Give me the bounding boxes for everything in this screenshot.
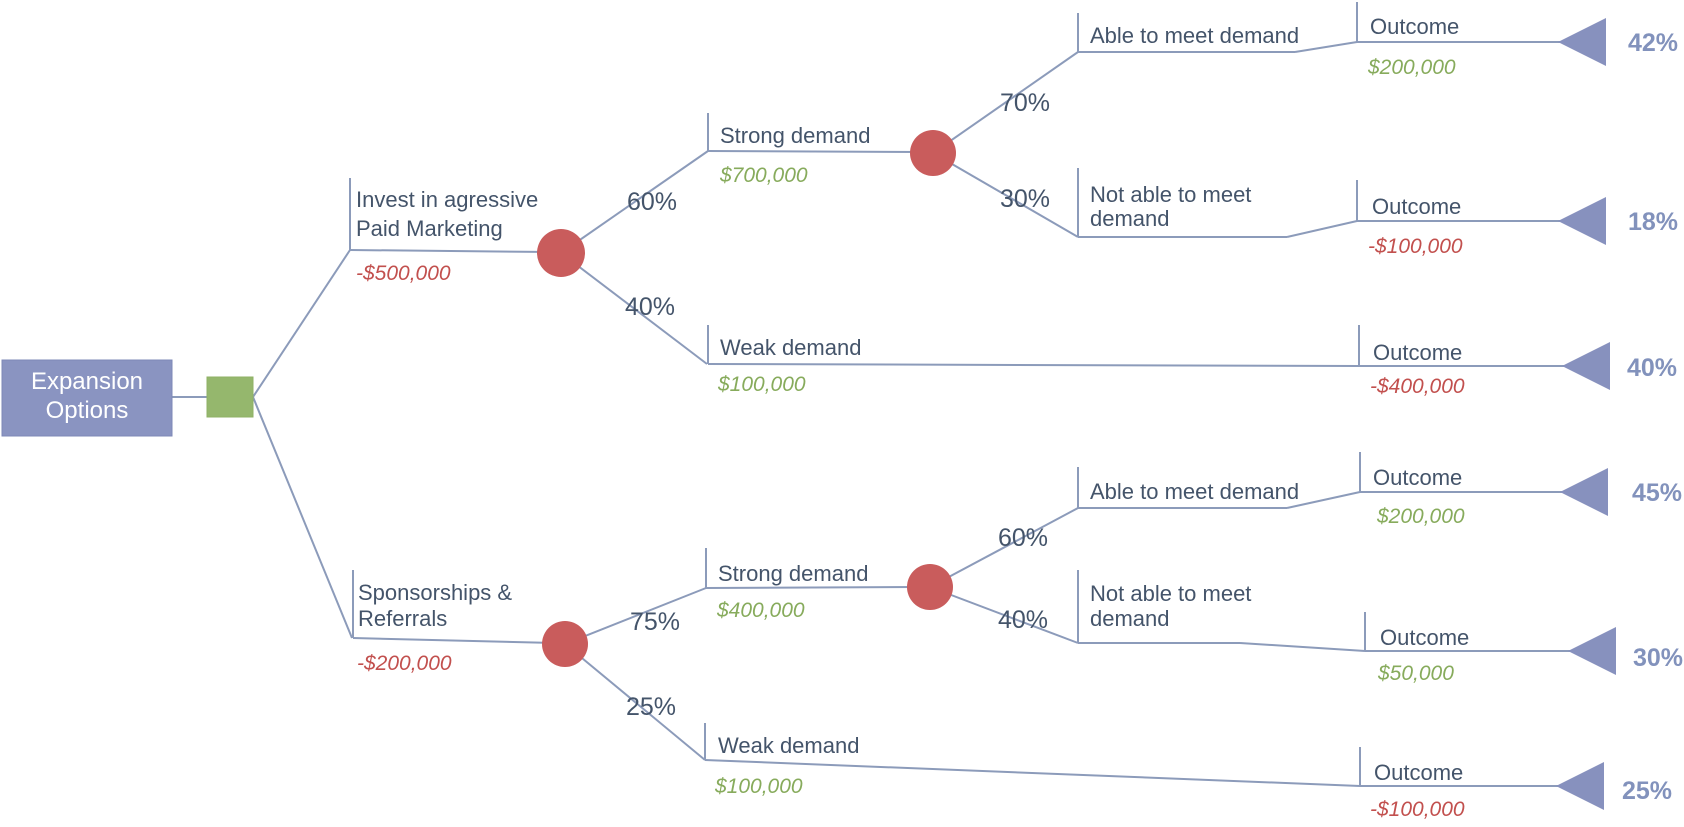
connector bbox=[929, 586, 1079, 644]
probability-sponsorships-strong: 75% bbox=[630, 608, 680, 636]
label-marketing-notable-line2: demand bbox=[1090, 206, 1170, 231]
label-marketing-able: Able to meet demand bbox=[1090, 23, 1299, 48]
label-marketing-weak: Weak demand bbox=[720, 335, 861, 360]
chance-node-sponsorships bbox=[542, 621, 588, 667]
probability-sponsorships-strong-able: 60% bbox=[998, 524, 1048, 552]
terminal-triangle-40 bbox=[1562, 342, 1610, 390]
connector bbox=[349, 249, 553, 253]
connector bbox=[252, 249, 351, 398]
result-40: 40% bbox=[1627, 354, 1677, 382]
connector bbox=[1239, 642, 1366, 652]
label-marketing-notable-line1: Not able to meet bbox=[1090, 182, 1251, 207]
terminal-triangle-18 bbox=[1558, 197, 1606, 245]
outcome-label-40: Outcome bbox=[1373, 340, 1462, 365]
terminal-triangle-30 bbox=[1568, 627, 1616, 675]
outcome-label-30: Outcome bbox=[1380, 625, 1469, 650]
connector bbox=[560, 150, 709, 254]
outcome-value-45: $200,000 bbox=[1376, 505, 1465, 528]
connector bbox=[1286, 491, 1361, 509]
result-42: 42% bbox=[1628, 29, 1678, 57]
outcome-value-18: -$100,000 bbox=[1368, 235, 1463, 258]
probability-sponsorships-strong-notable: 40% bbox=[998, 606, 1048, 634]
connector bbox=[932, 152, 1079, 238]
outcome-value-40: -$400,000 bbox=[1370, 375, 1465, 398]
connector bbox=[707, 363, 1360, 367]
label-marketing-strong: Strong demand bbox=[720, 123, 870, 148]
branch-marketing-label-line2: Paid Marketing bbox=[356, 216, 503, 241]
label-sponsorships-notable-line1: Not able to meet bbox=[1090, 581, 1251, 606]
branch-marketing-label-line1: Invest in agressive bbox=[356, 187, 538, 212]
result-25: 25% bbox=[1622, 777, 1672, 805]
outcome-label-18: Outcome bbox=[1372, 194, 1461, 219]
root-label-line2: Options bbox=[46, 397, 129, 424]
connector bbox=[560, 252, 708, 365]
branch-marketing-cost: -$500,000 bbox=[356, 262, 451, 285]
probability-marketing-strong-able: 70% bbox=[1000, 89, 1050, 117]
connector bbox=[564, 643, 706, 761]
probability-sponsorships-weak: 25% bbox=[626, 693, 676, 721]
outcome-value-25: -$100,000 bbox=[1370, 798, 1465, 821]
root-label-line1: Expansion bbox=[31, 368, 143, 395]
outcome-value-42: $200,000 bbox=[1367, 56, 1456, 79]
probability-marketing-weak: 40% bbox=[625, 293, 675, 321]
connector bbox=[564, 587, 707, 645]
outcome-value-30: $50,000 bbox=[1377, 662, 1454, 685]
connectors bbox=[172, 2, 1570, 787]
result-45: 45% bbox=[1632, 479, 1682, 507]
connector bbox=[929, 507, 1079, 588]
connector bbox=[705, 586, 919, 589]
probability-marketing-strong-notable: 30% bbox=[1000, 185, 1050, 213]
terminal-triangle-45 bbox=[1560, 468, 1608, 516]
branch-sponsorships-label-line1: Sponsorships & bbox=[358, 580, 512, 605]
value-sponsorships-weak: $100,000 bbox=[714, 775, 803, 798]
outcome-label-25: Outcome bbox=[1374, 760, 1463, 785]
label-sponsorships-strong: Strong demand bbox=[718, 561, 868, 586]
connector bbox=[1286, 220, 1358, 238]
connector bbox=[352, 637, 556, 644]
connector bbox=[1294, 41, 1358, 53]
decision-node bbox=[206, 376, 254, 418]
chance-node-sponsorships-strong bbox=[907, 564, 953, 610]
value-marketing-weak: $100,000 bbox=[717, 373, 806, 396]
connector bbox=[707, 150, 921, 153]
branch-sponsorships-label-line2: Referrals bbox=[358, 606, 447, 631]
label-sponsorships-weak: Weak demand bbox=[718, 733, 859, 758]
terminal-triangle-42 bbox=[1558, 18, 1606, 66]
outcome-label-42: Outcome bbox=[1370, 14, 1459, 39]
connector bbox=[704, 759, 1361, 787]
result-30: 30% bbox=[1633, 644, 1683, 672]
root-node bbox=[1, 359, 173, 437]
outcome-label-45: Outcome bbox=[1373, 465, 1462, 490]
value-marketing-strong: $700,000 bbox=[719, 164, 808, 187]
connector bbox=[252, 396, 353, 639]
label-sponsorships-able: Able to meet demand bbox=[1090, 479, 1299, 504]
result-18: 18% bbox=[1628, 208, 1678, 236]
chance-node-marketing-strong bbox=[910, 130, 956, 176]
probability-marketing-strong: 60% bbox=[627, 188, 677, 216]
value-sponsorships-strong: $400,000 bbox=[716, 599, 805, 622]
label-sponsorships-notable-line2: demand bbox=[1090, 606, 1170, 631]
connector bbox=[932, 51, 1079, 154]
terminal-triangle-25 bbox=[1556, 762, 1604, 810]
branch-sponsorships-cost: -$200,000 bbox=[357, 652, 452, 675]
chance-node-marketing bbox=[537, 229, 585, 277]
